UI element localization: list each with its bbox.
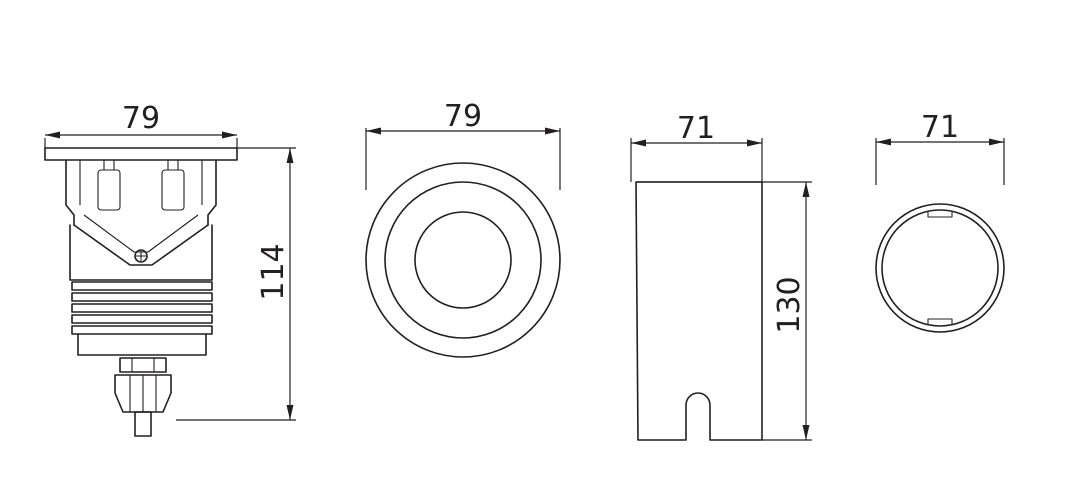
side-view-width-label: 79 [122, 101, 160, 136]
luminaire-side-view: 79 114 [44, 101, 296, 437]
gland-nut [119, 357, 167, 373]
cable [134, 411, 152, 437]
v-bracket [73, 224, 209, 266]
clip-right-outer [207, 159, 217, 226]
sleeve-top-view: 71 [875, 110, 1005, 333]
notch-top [927, 211, 953, 218]
sleeve-top-width-label: 71 [921, 110, 959, 145]
fin-5 [71, 325, 213, 335]
sleeve-side-view: 71 130 [630, 111, 812, 441]
side-view-height-label: 114 [256, 243, 291, 300]
sleeve-outline [635, 181, 763, 441]
gland-body [114, 374, 172, 413]
spring-clip-right [161, 169, 185, 211]
sleeve-side-height-label: 130 [772, 276, 807, 333]
sleeve-side-width-label: 71 [677, 111, 715, 146]
main-body [69, 224, 213, 281]
outer-ring [365, 162, 561, 358]
clip-left-outer [65, 159, 75, 226]
top-view-width-label: 79 [444, 99, 482, 134]
screw [134, 249, 148, 263]
fin-2 [71, 292, 213, 302]
sleeve-inner-ring [881, 209, 999, 327]
lower-body [77, 333, 207, 356]
spring-clip-left [97, 169, 121, 211]
sleeve-outer-ring [875, 203, 1005, 333]
lens [414, 211, 512, 309]
fin-3 [71, 303, 213, 313]
notch-bottom [927, 318, 953, 325]
fin-4 [71, 314, 213, 324]
fin-1 [71, 281, 213, 291]
middle-ring [384, 181, 542, 339]
luminaire-top-view: 79 [365, 99, 561, 358]
flange [44, 147, 238, 161]
